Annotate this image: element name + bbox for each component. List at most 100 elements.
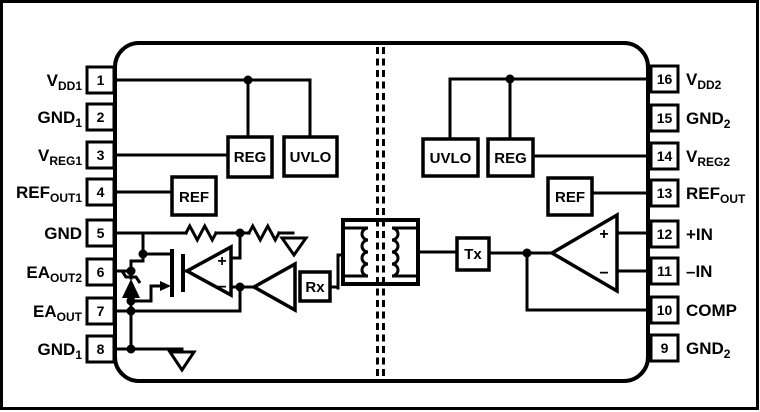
pin-label: EAOUT bbox=[33, 302, 83, 324]
pin-number: 14 bbox=[657, 148, 673, 164]
resistor-icon bbox=[183, 222, 219, 244]
pin-number: 10 bbox=[657, 302, 673, 318]
pin-4: 4 REFOUT1 bbox=[16, 177, 116, 207]
junction-dot bbox=[126, 296, 136, 306]
pin-1: 1 VDD1 bbox=[47, 65, 116, 95]
pin-number: 9 bbox=[661, 340, 669, 356]
pin-label: GND bbox=[44, 224, 82, 243]
pin-label: COMP bbox=[686, 301, 737, 320]
pin-label-main: EA bbox=[33, 302, 57, 321]
zener-anode-triangle bbox=[122, 279, 140, 298]
pin-box bbox=[85, 334, 116, 364]
pin-number: 8 bbox=[97, 341, 105, 357]
pin-label-main: V bbox=[686, 147, 698, 166]
pin-label-main: GND bbox=[686, 339, 724, 358]
pin-label-main: V bbox=[686, 70, 698, 89]
pin-15: 15 GND2 bbox=[649, 103, 731, 133]
tx-block: Tx bbox=[455, 236, 491, 272]
pin-box bbox=[649, 64, 680, 94]
pin-label-sub: 1 bbox=[75, 116, 82, 130]
pin-box bbox=[649, 141, 680, 171]
block-box bbox=[486, 137, 535, 178]
block-label: Rx bbox=[305, 279, 325, 296]
plus-sign: + bbox=[599, 226, 608, 243]
transformer-box bbox=[341, 218, 420, 286]
right-pins: 16 VDD2 15 GND2 14 VREG2 13 REFOUT 12 +I… bbox=[649, 64, 746, 363]
input-amp-icon: + − bbox=[548, 211, 619, 295]
pin-label-main: GND bbox=[44, 224, 82, 243]
pin-label: +IN bbox=[686, 225, 713, 244]
pin-14: 14 VREG2 bbox=[649, 141, 730, 171]
block-label: Tx bbox=[464, 246, 482, 263]
buffer-icon bbox=[250, 261, 297, 313]
zener-diode-icon bbox=[120, 270, 142, 298]
pin-12: 12 +IN bbox=[649, 219, 713, 249]
block-label: REG bbox=[234, 149, 267, 166]
junction-dot bbox=[235, 228, 245, 238]
uvlo-right-block: UVLO bbox=[421, 137, 480, 178]
wire-plus-input bbox=[229, 231, 242, 260]
block-box bbox=[226, 135, 274, 179]
pin-box bbox=[85, 177, 116, 207]
pin-number: 6 bbox=[97, 264, 105, 280]
block-box bbox=[455, 236, 491, 272]
pin-box bbox=[85, 65, 116, 95]
ref-right-block: REF bbox=[546, 176, 594, 217]
error-amp-icon: + − bbox=[183, 244, 233, 298]
opamp-triangle bbox=[183, 244, 233, 298]
pin-number: 1 bbox=[97, 72, 105, 88]
pin-label: REFOUT1 bbox=[16, 183, 82, 205]
plus-sign: + bbox=[217, 253, 226, 270]
junction-dot bbox=[126, 306, 136, 316]
pin-label: EAOUT2 bbox=[26, 263, 82, 285]
pin-label-main: COMP bbox=[686, 301, 737, 320]
pin-label-main: V bbox=[47, 71, 59, 90]
block-box bbox=[421, 137, 480, 178]
transformer-icon bbox=[341, 218, 420, 286]
pin-label-sub: OUT bbox=[57, 310, 83, 324]
junction-dot bbox=[235, 282, 245, 292]
reg-right-block: REG bbox=[486, 137, 535, 178]
pin-11: 11 –IN bbox=[649, 256, 712, 286]
pin-box bbox=[85, 296, 116, 326]
ref-left-block: REF bbox=[170, 175, 218, 217]
pin-box bbox=[85, 140, 116, 170]
pin-label: REFOUT bbox=[686, 184, 746, 206]
pin-box bbox=[649, 256, 680, 286]
pin-3: 3 VREG1 bbox=[38, 140, 116, 170]
ground-icon bbox=[279, 236, 309, 258]
pin-label: –IN bbox=[686, 262, 712, 281]
minus-sign: − bbox=[599, 265, 608, 282]
pin-box bbox=[649, 178, 680, 208]
pin-box bbox=[649, 219, 680, 249]
pin-label-main: V bbox=[38, 146, 50, 165]
zener-cathode-bar bbox=[120, 270, 142, 284]
pin-box bbox=[649, 295, 680, 325]
pin-box bbox=[85, 257, 116, 287]
block-box bbox=[546, 176, 594, 217]
pin-label-sub: REG1 bbox=[49, 154, 82, 168]
pin-label-main: GND bbox=[686, 109, 724, 128]
junction-dot bbox=[505, 74, 515, 84]
pin-10: 10 COMP bbox=[649, 295, 737, 325]
pin-label-sub: 1 bbox=[75, 348, 82, 362]
block-label: REG bbox=[494, 150, 527, 167]
pin-number: 3 bbox=[97, 147, 105, 163]
junction-dots bbox=[126, 74, 532, 354]
mosfet-arrow-icon bbox=[160, 281, 171, 291]
pin-label: GND2 bbox=[686, 339, 731, 361]
pin-7: 7 EAOUT bbox=[33, 296, 116, 326]
block-label: UVLO bbox=[430, 150, 472, 167]
pin-label-sub: OUT2 bbox=[50, 271, 82, 285]
pin-box bbox=[649, 103, 680, 133]
pin-box bbox=[85, 102, 116, 132]
right-wiring bbox=[328, 77, 653, 312]
pin-number: 16 bbox=[657, 71, 673, 87]
pin-8: 8 GND1 bbox=[38, 334, 116, 364]
block-label: REF bbox=[179, 189, 209, 206]
pin-label: GND1 bbox=[38, 108, 83, 130]
pin-label-main: REF bbox=[16, 183, 50, 202]
resistor-icon bbox=[246, 222, 282, 244]
pin-label-sub: 2 bbox=[724, 347, 731, 361]
